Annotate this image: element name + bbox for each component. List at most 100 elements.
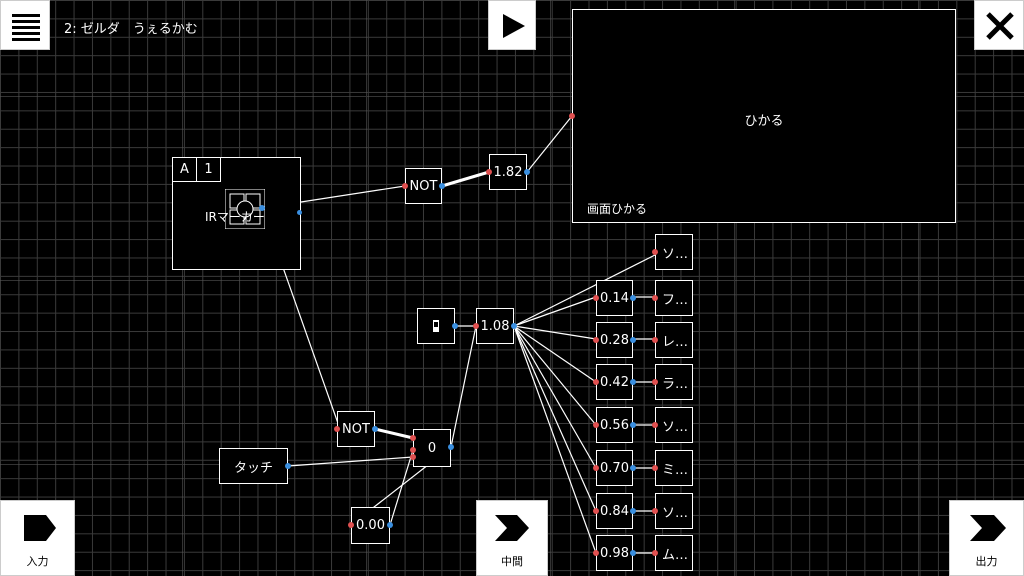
touch-output-port[interactable]	[285, 463, 291, 469]
menu-button[interactable]	[0, 0, 50, 50]
phone-output-port[interactable]	[452, 323, 458, 329]
zero-input-port-2[interactable]	[410, 447, 416, 453]
ir-tab-a[interactable]: A	[173, 158, 197, 182]
wire	[374, 427, 414, 440]
value-node-000[interactable]: 0.00	[351, 507, 390, 544]
ladder-value-output-port[interactable]	[630, 550, 636, 556]
input-label: 入力	[26, 555, 49, 568]
sound-input-port[interactable]	[652, 508, 658, 514]
not-gate-bottom[interactable]: NOT	[337, 411, 375, 447]
not-bottom-output-port[interactable]	[372, 426, 378, 432]
wire	[513, 325, 597, 512]
screen-output-panel[interactable]: ひかる 画面ひかる	[572, 9, 956, 223]
ladder-value-output-port[interactable]	[630, 379, 636, 385]
ladder-value-node[interactable]: 0.98	[596, 535, 633, 571]
sound-input-port[interactable]	[652, 337, 658, 343]
ir-output-port[interactable]	[259, 205, 265, 211]
ladder-value-output-port[interactable]	[630, 295, 636, 301]
ladder-value-node[interactable]: 0.14	[596, 280, 633, 316]
middle-palette-button[interactable]: 中間	[476, 500, 548, 576]
sound-output-node[interactable]: ソ…	[655, 407, 693, 443]
sound-input-port[interactable]	[652, 465, 658, 471]
close-icon	[986, 12, 1014, 40]
wire	[513, 254, 656, 327]
output-palette-button[interactable]: 出力	[949, 500, 1024, 576]
ir-label: IRマーカー	[205, 210, 265, 224]
input-arrow-icon	[24, 515, 56, 541]
ladder-value-node[interactable]: 0.70	[596, 450, 633, 486]
sound-input-port[interactable]	[652, 422, 658, 428]
ladder-value-input-port[interactable]	[593, 550, 599, 556]
ladder-value-node[interactable]: 0.56	[596, 407, 633, 443]
screen-center-text: ひかる	[744, 114, 784, 129]
touch-input-node[interactable]: タッチ	[219, 448, 288, 484]
phone-node[interactable]	[417, 308, 455, 344]
not-gate-top[interactable]: NOT	[405, 168, 442, 204]
sound-output-node[interactable]: ミ…	[655, 450, 693, 486]
node-182-input-port[interactable]	[486, 169, 492, 175]
node-108-output-port[interactable]	[511, 323, 517, 329]
wire	[513, 325, 597, 426]
ladder-value-output-port[interactable]	[630, 465, 636, 471]
wire	[513, 325, 597, 469]
play-button[interactable]	[488, 0, 536, 50]
node-182-output-port[interactable]	[524, 169, 530, 175]
sound-input-port[interactable]	[652, 550, 658, 556]
sound-output-node[interactable]: ソ…	[655, 493, 693, 529]
wire	[526, 115, 573, 173]
ladder-value-output-port[interactable]	[630, 422, 636, 428]
wire	[287, 456, 414, 467]
wire	[450, 325, 477, 448]
zero-input-port-1[interactable]	[410, 435, 416, 441]
ladder-value-input-port[interactable]	[593, 465, 599, 471]
ir-tab-1[interactable]: 1	[197, 158, 221, 182]
wire	[389, 449, 414, 526]
sound-output-node[interactable]: フ…	[655, 280, 693, 316]
wire	[441, 170, 490, 188]
sound-output-node[interactable]: ソ…	[655, 234, 693, 270]
ladder-value-input-port[interactable]	[593, 295, 599, 301]
output-chevron-icon	[970, 515, 1006, 541]
node-000-output-port[interactable]	[387, 522, 393, 528]
sound-input-port[interactable]	[652, 379, 658, 385]
sound-input-port[interactable]	[652, 295, 658, 301]
close-button[interactable]	[974, 0, 1024, 50]
ladder-value-node[interactable]: 0.84	[596, 493, 633, 529]
middle-chevron-icon	[495, 515, 529, 541]
zero-output-port[interactable]	[448, 444, 454, 450]
hamburger-icon	[12, 14, 40, 41]
node-000-input-port[interactable]	[348, 522, 354, 528]
ladder-value-input-port[interactable]	[593, 422, 599, 428]
screen-input-port[interactable]	[569, 113, 575, 119]
output-label: 出力	[975, 555, 998, 568]
value-node-108[interactable]: 1.08	[476, 308, 514, 344]
input-palette-button[interactable]: 入力	[0, 500, 75, 576]
ladder-value-output-port[interactable]	[630, 508, 636, 514]
middle-label: 中間	[501, 555, 523, 568]
play-icon	[503, 14, 525, 38]
ladder-value-input-port[interactable]	[593, 337, 599, 343]
ladder-value-node[interactable]: 0.42	[596, 364, 633, 400]
sound-output-node[interactable]: ム…	[655, 535, 693, 571]
ladder-value-input-port[interactable]	[593, 379, 599, 385]
phone-icon	[433, 320, 439, 332]
sound-output-node[interactable]: ラ…	[655, 364, 693, 400]
value-node-zero[interactable]: 0	[413, 429, 451, 467]
ir-output-port-2[interactable]	[297, 210, 302, 215]
wire	[513, 296, 597, 327]
not-top-input-port[interactable]	[402, 183, 408, 189]
sound-input-port[interactable]	[652, 249, 658, 255]
node-108-input-port[interactable]	[473, 323, 479, 329]
sound-output-node[interactable]: レ…	[655, 322, 693, 358]
ladder-value-output-port[interactable]	[630, 337, 636, 343]
wire	[513, 325, 597, 383]
ladder-value-input-port[interactable]	[593, 508, 599, 514]
zero-input-port-3[interactable]	[410, 454, 416, 460]
not-bottom-input-port[interactable]	[334, 426, 340, 432]
project-title: 2: ゼルダ うぇるかむ	[64, 22, 198, 37]
ir-marker-block[interactable]: A 1 IRマーカー	[172, 157, 301, 270]
value-node-182[interactable]: 1.82	[489, 154, 527, 190]
ladder-value-node[interactable]: 0.28	[596, 322, 633, 358]
not-top-output-port[interactable]	[439, 183, 445, 189]
ir-sensor-icon	[225, 189, 265, 229]
